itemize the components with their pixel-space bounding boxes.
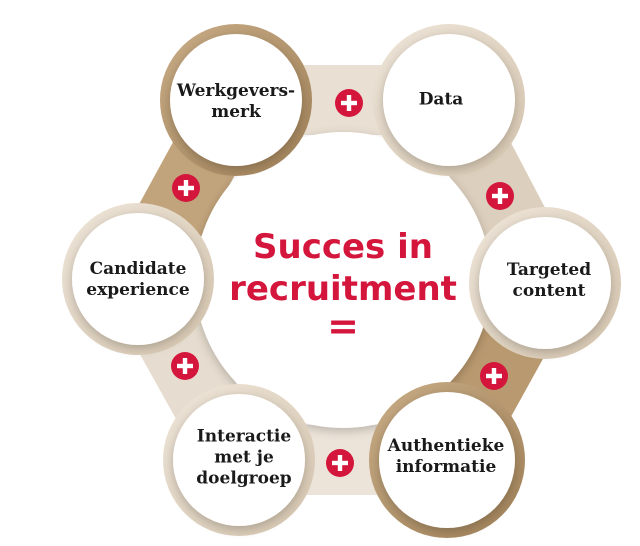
node-data — [383, 34, 515, 166]
plus-icon — [486, 182, 514, 210]
equals-sign: = — [327, 304, 359, 348]
plus-icon — [171, 352, 199, 380]
label-werkgeversmerk: Werkgevers- merk — [176, 81, 296, 122]
plus-icon — [480, 362, 508, 390]
label-targeted-content: Targeted content — [506, 260, 592, 301]
label-authentieke-informatie: Authentieke informatie — [387, 436, 505, 477]
plus-icon — [326, 449, 354, 477]
center-circle — [195, 132, 491, 428]
node-targeted-content — [479, 217, 611, 349]
node-candidate-experience — [72, 213, 204, 345]
node-authentieke-informatie — [379, 392, 515, 528]
plus-icon — [335, 89, 363, 117]
node-werkgeversmerk — [170, 34, 302, 166]
center-title: Succes in recruitment — [229, 227, 457, 309]
label-candidate-experience: Candidate experience — [86, 259, 190, 300]
label-data: Data — [418, 89, 464, 110]
inner-discs — [72, 34, 611, 528]
plus-icon — [172, 174, 200, 202]
node-interactie — [173, 394, 305, 526]
plus-connectors — [171, 89, 514, 477]
label-interactie: Interactie met je doelgroep — [196, 426, 292, 489]
